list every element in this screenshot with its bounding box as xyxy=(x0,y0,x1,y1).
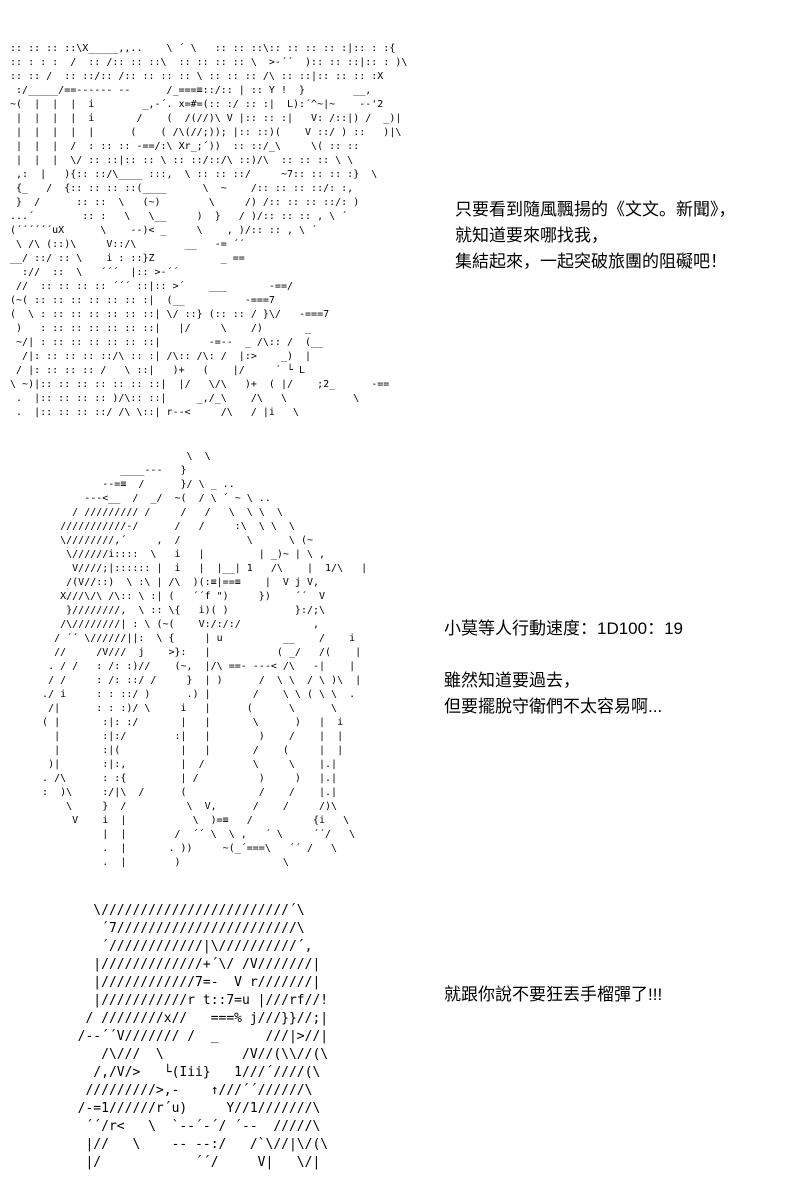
caption-bottom: 就跟你說不要狂丟手榴彈了!!! xyxy=(444,985,663,1004)
caption-top: 只要看到隨風飄揚的《文文。新聞》， 就知道要來哪找我， 集結起來，一起突破旅團的… xyxy=(455,200,736,271)
caption-middle: 小莫等人行動速度：1D100：19 雖然知道要過去， 但要擺脫守衛們不太容易啊.… xyxy=(444,619,684,716)
ascii-art-panel-top: :: :: :: ::\X_____,,.. \ ´ \ :: :: ::\::… xyxy=(10,43,408,418)
ascii-art-panel-bottom: \////////////////////////´\ ´7//////////… xyxy=(77,903,329,1170)
ascii-art-panel-middle: \ \ ____--- } --=≡ / }/ \ _ .. ---<__ / … xyxy=(42,451,368,868)
